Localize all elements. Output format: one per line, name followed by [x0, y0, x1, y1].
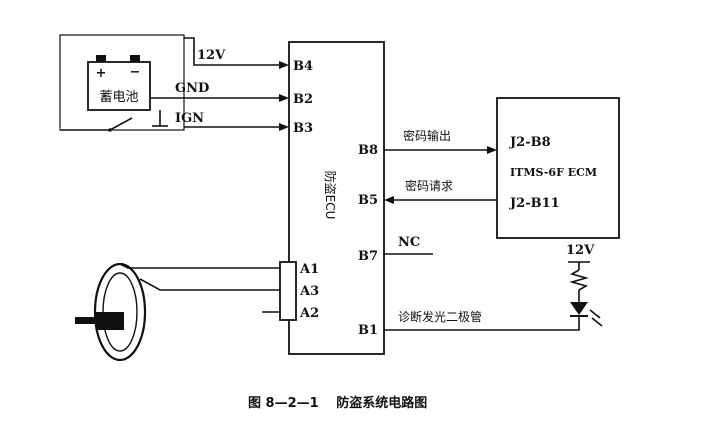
ecu-pin-a2: A2: [299, 306, 319, 321]
ecm-box: [496, 97, 620, 239]
key-head: [96, 312, 124, 330]
ecm-pin-j2-b8: J2-B8: [509, 135, 551, 150]
coil-connector: [279, 261, 297, 321]
wire-label-gnd: GND: [175, 81, 209, 96]
ecm-label: ITMS-6F ECM: [510, 166, 597, 179]
ignition-switch: [109, 117, 133, 131]
figure-caption: 图 8—2—1 防盗系统电路图: [248, 395, 427, 411]
led-icon: [570, 302, 588, 315]
wire-diag: [384, 316, 580, 331]
arrow-b4: [279, 61, 289, 69]
ecm-pin-j2-b11: J2-B11: [509, 196, 560, 211]
ecu-label: 防盗ECU: [323, 171, 338, 220]
battery-frame: [59, 34, 185, 131]
battery-plus-sign: +: [96, 66, 107, 81]
ecu-pin-b8: B8: [358, 143, 378, 158]
transponder-coil: [75, 261, 297, 362]
signal-diag-led: 诊断发光二极管: [398, 309, 482, 324]
arrow-to-ecm: [487, 146, 497, 154]
wire-12v: [184, 37, 282, 66]
signal-code-out: 密码输出: [403, 128, 451, 143]
ecu-pin-a3: A3: [299, 284, 319, 299]
ecu-pin-b2: B2: [293, 92, 313, 107]
key-shaft: [75, 317, 103, 324]
coil-wire-a3: [139, 278, 280, 291]
arrow-to-ecu: [384, 196, 394, 204]
ecu-pin-a1: A1: [299, 262, 319, 277]
battery-post-plus: [96, 55, 106, 62]
ecu-pin-b1: B1: [358, 323, 378, 338]
led-light-ray-2: [591, 317, 603, 327]
ecu-pin-b5: B5: [358, 193, 378, 208]
switch-pivot: [108, 128, 112, 132]
wire-label-ign: IGN: [175, 111, 204, 126]
wire-label-12v: 12V: [197, 48, 226, 63]
ecm: J2-B8 ITMS-6F ECM J2-B11 密码输出 密码请求: [384, 97, 620, 239]
left-wires: 12V GND IGN: [150, 37, 289, 131]
led-supply-label: 12V: [566, 243, 595, 258]
ecu-pin-b4: B4: [293, 59, 313, 74]
ecu-pin-b7: B7: [358, 249, 378, 264]
battery-label: 蓄电池: [99, 90, 138, 105]
led-light-ray-1: [589, 309, 601, 319]
battery-group: + − 蓄电池: [59, 34, 185, 132]
coil-wire-a1: [119, 263, 280, 269]
ecu-box: [288, 41, 385, 355]
arrow-b3: [279, 123, 289, 131]
arrow-b2: [279, 94, 289, 102]
battery-post-minus: [130, 55, 140, 62]
ecu-pin-b3: B3: [293, 121, 313, 136]
signal-code-request: 密码请求: [405, 178, 453, 193]
ecu: B4 B2 B3 B8 B5 B7 B1 防盗ECU A1 A3 A2: [288, 41, 385, 355]
diagnostic-led: 12V 诊断发光二极管: [384, 243, 603, 331]
signal-nc: NC: [398, 235, 420, 250]
battery-minus-sign: −: [130, 65, 141, 80]
led-resistor: [569, 269, 589, 291]
battery-body: [87, 61, 151, 111]
